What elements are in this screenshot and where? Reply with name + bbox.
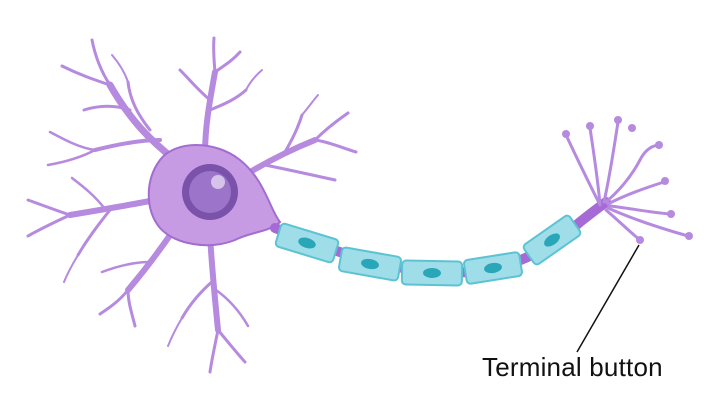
terminal-buttons xyxy=(562,116,693,244)
axon-terminals xyxy=(565,120,690,242)
myelin-sheath xyxy=(274,214,582,287)
dendrites xyxy=(26,36,358,374)
labeled-terminal-button xyxy=(636,236,644,244)
terminal-button-label: Terminal button xyxy=(482,352,663,382)
nucleus xyxy=(182,164,238,220)
leader-line xyxy=(576,244,640,353)
